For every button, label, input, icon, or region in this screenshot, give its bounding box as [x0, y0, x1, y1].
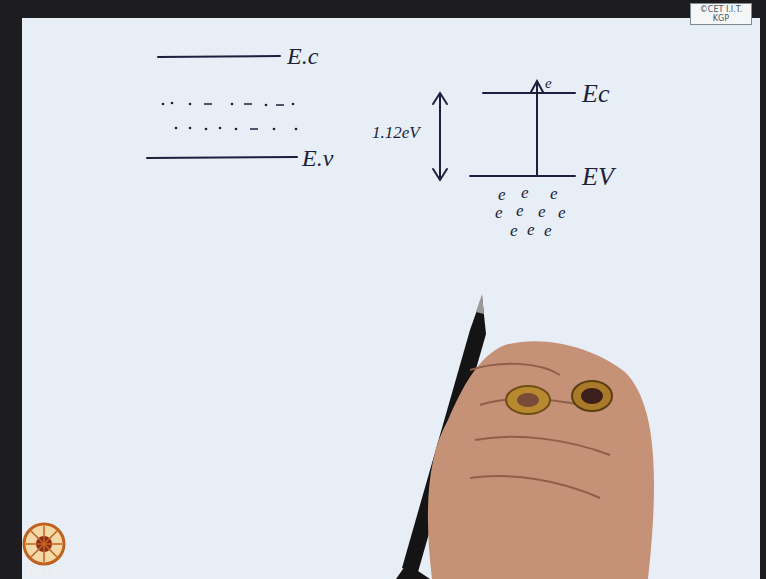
arrow-head [433, 169, 447, 180]
logo-text: NPTEL [26, 568, 65, 579]
gap-arrow [439, 95, 441, 178]
band-gap-value: 1.12eV [372, 124, 420, 141]
hand-with-pen [396, 294, 654, 579]
arrow-head [531, 81, 543, 92]
valence-line [147, 157, 297, 158]
excitation-arrow [536, 84, 538, 176]
impurity-dots [162, 102, 298, 131]
electron-mark: e [516, 202, 524, 219]
nptel-logo [24, 524, 64, 564]
electron-mark: e [495, 204, 503, 221]
energy-level-label: E.v [302, 146, 333, 170]
energy-level-label: Ec [582, 81, 609, 107]
arrow-head [433, 93, 447, 104]
energy-level-label: EV [582, 164, 614, 190]
conduction-line [158, 56, 280, 57]
electron-mark: e [527, 221, 535, 238]
logo-text: ©CET I.I.T. KGP [695, 5, 747, 23]
electron-mark: e [544, 222, 552, 239]
logo-box: ©CET I.I.T. KGP [690, 3, 752, 25]
electron-mark: e [498, 186, 506, 203]
electron-mark: e [538, 203, 546, 220]
band-sketch [147, 56, 575, 180]
electron-mark: e [550, 185, 558, 202]
electron-mark: e [510, 222, 518, 239]
electron-mark: e [521, 184, 529, 201]
electron-mark: e [545, 76, 552, 91]
electron-mark: e [558, 204, 566, 221]
conduction-line [483, 92, 575, 94]
energy-level-label: E.c [287, 44, 318, 68]
valence-line [470, 175, 575, 177]
paper-ground [22, 18, 760, 579]
